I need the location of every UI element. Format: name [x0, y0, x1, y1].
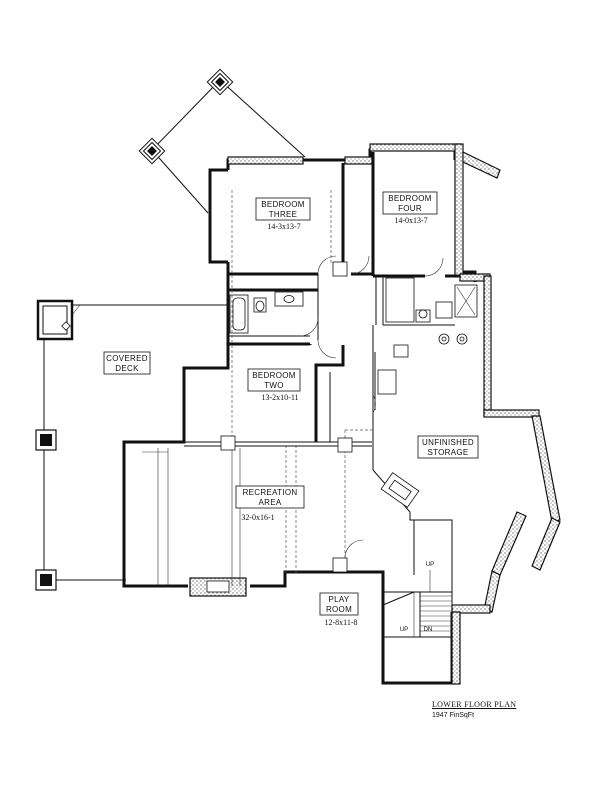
recreation-area-name-2: AREA	[259, 498, 282, 507]
roof-guide-lines	[151, 79, 306, 214]
unfinished-storage-name-1: UNFINISHED	[422, 438, 474, 447]
plan-square-footage: 1947 FinSqFt	[432, 712, 475, 719]
stair-up-lower-label: UP	[400, 627, 408, 633]
interior-walls	[184, 152, 478, 612]
covered-deck-name-2: DECK	[115, 364, 139, 373]
room-bedroom-three: BEDROOM THREE 14-3x13-7	[255, 197, 311, 231]
bedroom-three-name-2: THREE	[269, 210, 298, 219]
stone-veneer	[189, 143, 561, 685]
covered-deck-name-1: COVERED	[106, 354, 148, 363]
bedroom-four-name-2: FOUR	[398, 204, 422, 213]
recreation-area-name-1: RECREATION	[243, 488, 298, 497]
stair-labels: UP UP DN	[400, 562, 434, 633]
room-bedroom-four: BEDROOM FOUR 14-0x13-7	[382, 191, 438, 225]
bedroom-four-name-1: BEDROOM	[388, 194, 431, 203]
bedroom-three-dims: 14-3x13-7	[267, 222, 300, 231]
room-covered-deck: COVERED DECK	[103, 351, 151, 375]
bathroom-fixtures	[229, 277, 468, 508]
beam-lines	[142, 190, 373, 586]
bedroom-three-name-1: BEDROOM	[261, 200, 304, 209]
stair-down-label: DN	[424, 627, 433, 633]
play-room-name-2: ROOM	[326, 605, 352, 614]
unfinished-storage-name-2: STORAGE	[427, 448, 468, 457]
bedroom-four-dims: 14-0x13-7	[394, 216, 427, 225]
room-play-room: PLAY ROOM 12-8x11-8	[319, 592, 359, 627]
stair-up-upper-label: UP	[426, 562, 434, 568]
plan-title: LOWER FLOOR PLAN	[432, 700, 517, 709]
diamond-column-markers	[138, 68, 234, 165]
room-bedroom-two: BEDROOM TWO 13-2x10-11	[247, 368, 301, 402]
covered-deck-outline	[35, 299, 228, 591]
play-room-dims: 12-8x11-8	[324, 618, 357, 627]
room-unfinished-storage: UNFINISHED STORAGE	[417, 435, 479, 459]
stairs	[382, 570, 453, 638]
bedroom-two-name-2: TWO	[264, 381, 284, 390]
room-recreation-area: RECREATION AREA 32-0x16-1	[235, 485, 305, 522]
bedroom-two-name-1: BEDROOM	[252, 371, 295, 380]
bedroom-two-dims: 13-2x10-11	[261, 393, 298, 402]
door-swings	[299, 255, 444, 559]
recreation-area-dims: 32-0x16-1	[241, 513, 274, 522]
play-room-name-1: PLAY	[328, 595, 349, 604]
